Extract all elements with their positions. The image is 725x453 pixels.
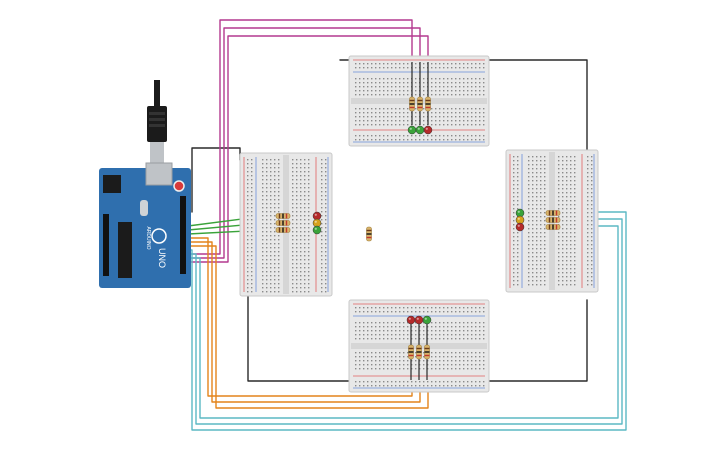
resistor[interactable] [545,217,561,223]
resistor[interactable] [275,227,291,233]
resistor[interactable] [408,344,414,360]
crystal [140,200,148,216]
led-red[interactable] [406,315,416,325]
bottom-signal-wire[interactable] [187,245,429,409]
usb-port [145,162,173,186]
resistor[interactable] [545,210,561,216]
resistor[interactable] [424,344,430,360]
header-analog [103,214,109,276]
led-green[interactable] [407,125,417,135]
ground-wire[interactable] [488,59,588,151]
ground-wire[interactable] [191,147,241,213]
resistor[interactable] [545,224,561,230]
arduino-logo-icon [151,228,167,244]
resistor[interactable] [425,96,431,112]
right-signal-wire[interactable] [187,211,627,431]
arduino-uno-board[interactable]: UNO ARDUINO [99,80,191,288]
led-yellow[interactable] [312,218,322,228]
resistor[interactable] [409,96,415,112]
usb-connector [150,142,164,164]
board-model-label: UNO [157,248,167,268]
board-brand-label: ARDUINO [145,226,151,249]
led-green[interactable] [422,315,432,325]
traffic-light-top[interactable] [407,62,433,135]
reset-button[interactable] [173,180,185,192]
wires-layer [187,19,627,431]
components-layer [275,62,561,380]
top-signal-wire[interactable] [187,35,429,263]
right-signal-wire[interactable] [187,218,623,425]
usb-plug-grip [149,124,165,127]
traffic-light-left[interactable] [275,211,322,235]
resistor[interactable] [417,96,423,112]
resistor[interactable] [366,226,372,242]
usb-plug-grip [149,118,165,121]
led-red[interactable] [423,125,433,135]
header-digital [180,196,186,274]
microcontroller-chip [118,222,132,278]
power-jack [103,175,121,193]
top-signal-wire[interactable] [187,19,413,255]
led-red[interactable] [515,222,525,232]
right-signal-wire[interactable] [187,225,619,419]
led-red[interactable] [414,315,424,325]
led-green[interactable] [415,125,425,135]
resistor[interactable] [275,220,291,226]
led-green[interactable] [312,225,322,235]
traffic-light-bottom[interactable] [406,315,432,380]
resistor[interactable] [275,213,291,219]
usb-cable[interactable] [154,80,160,108]
resistor[interactable] [416,344,422,360]
led-red[interactable] [312,211,322,221]
usb-plug-grip [149,112,165,115]
traffic-light-right[interactable] [515,208,561,232]
